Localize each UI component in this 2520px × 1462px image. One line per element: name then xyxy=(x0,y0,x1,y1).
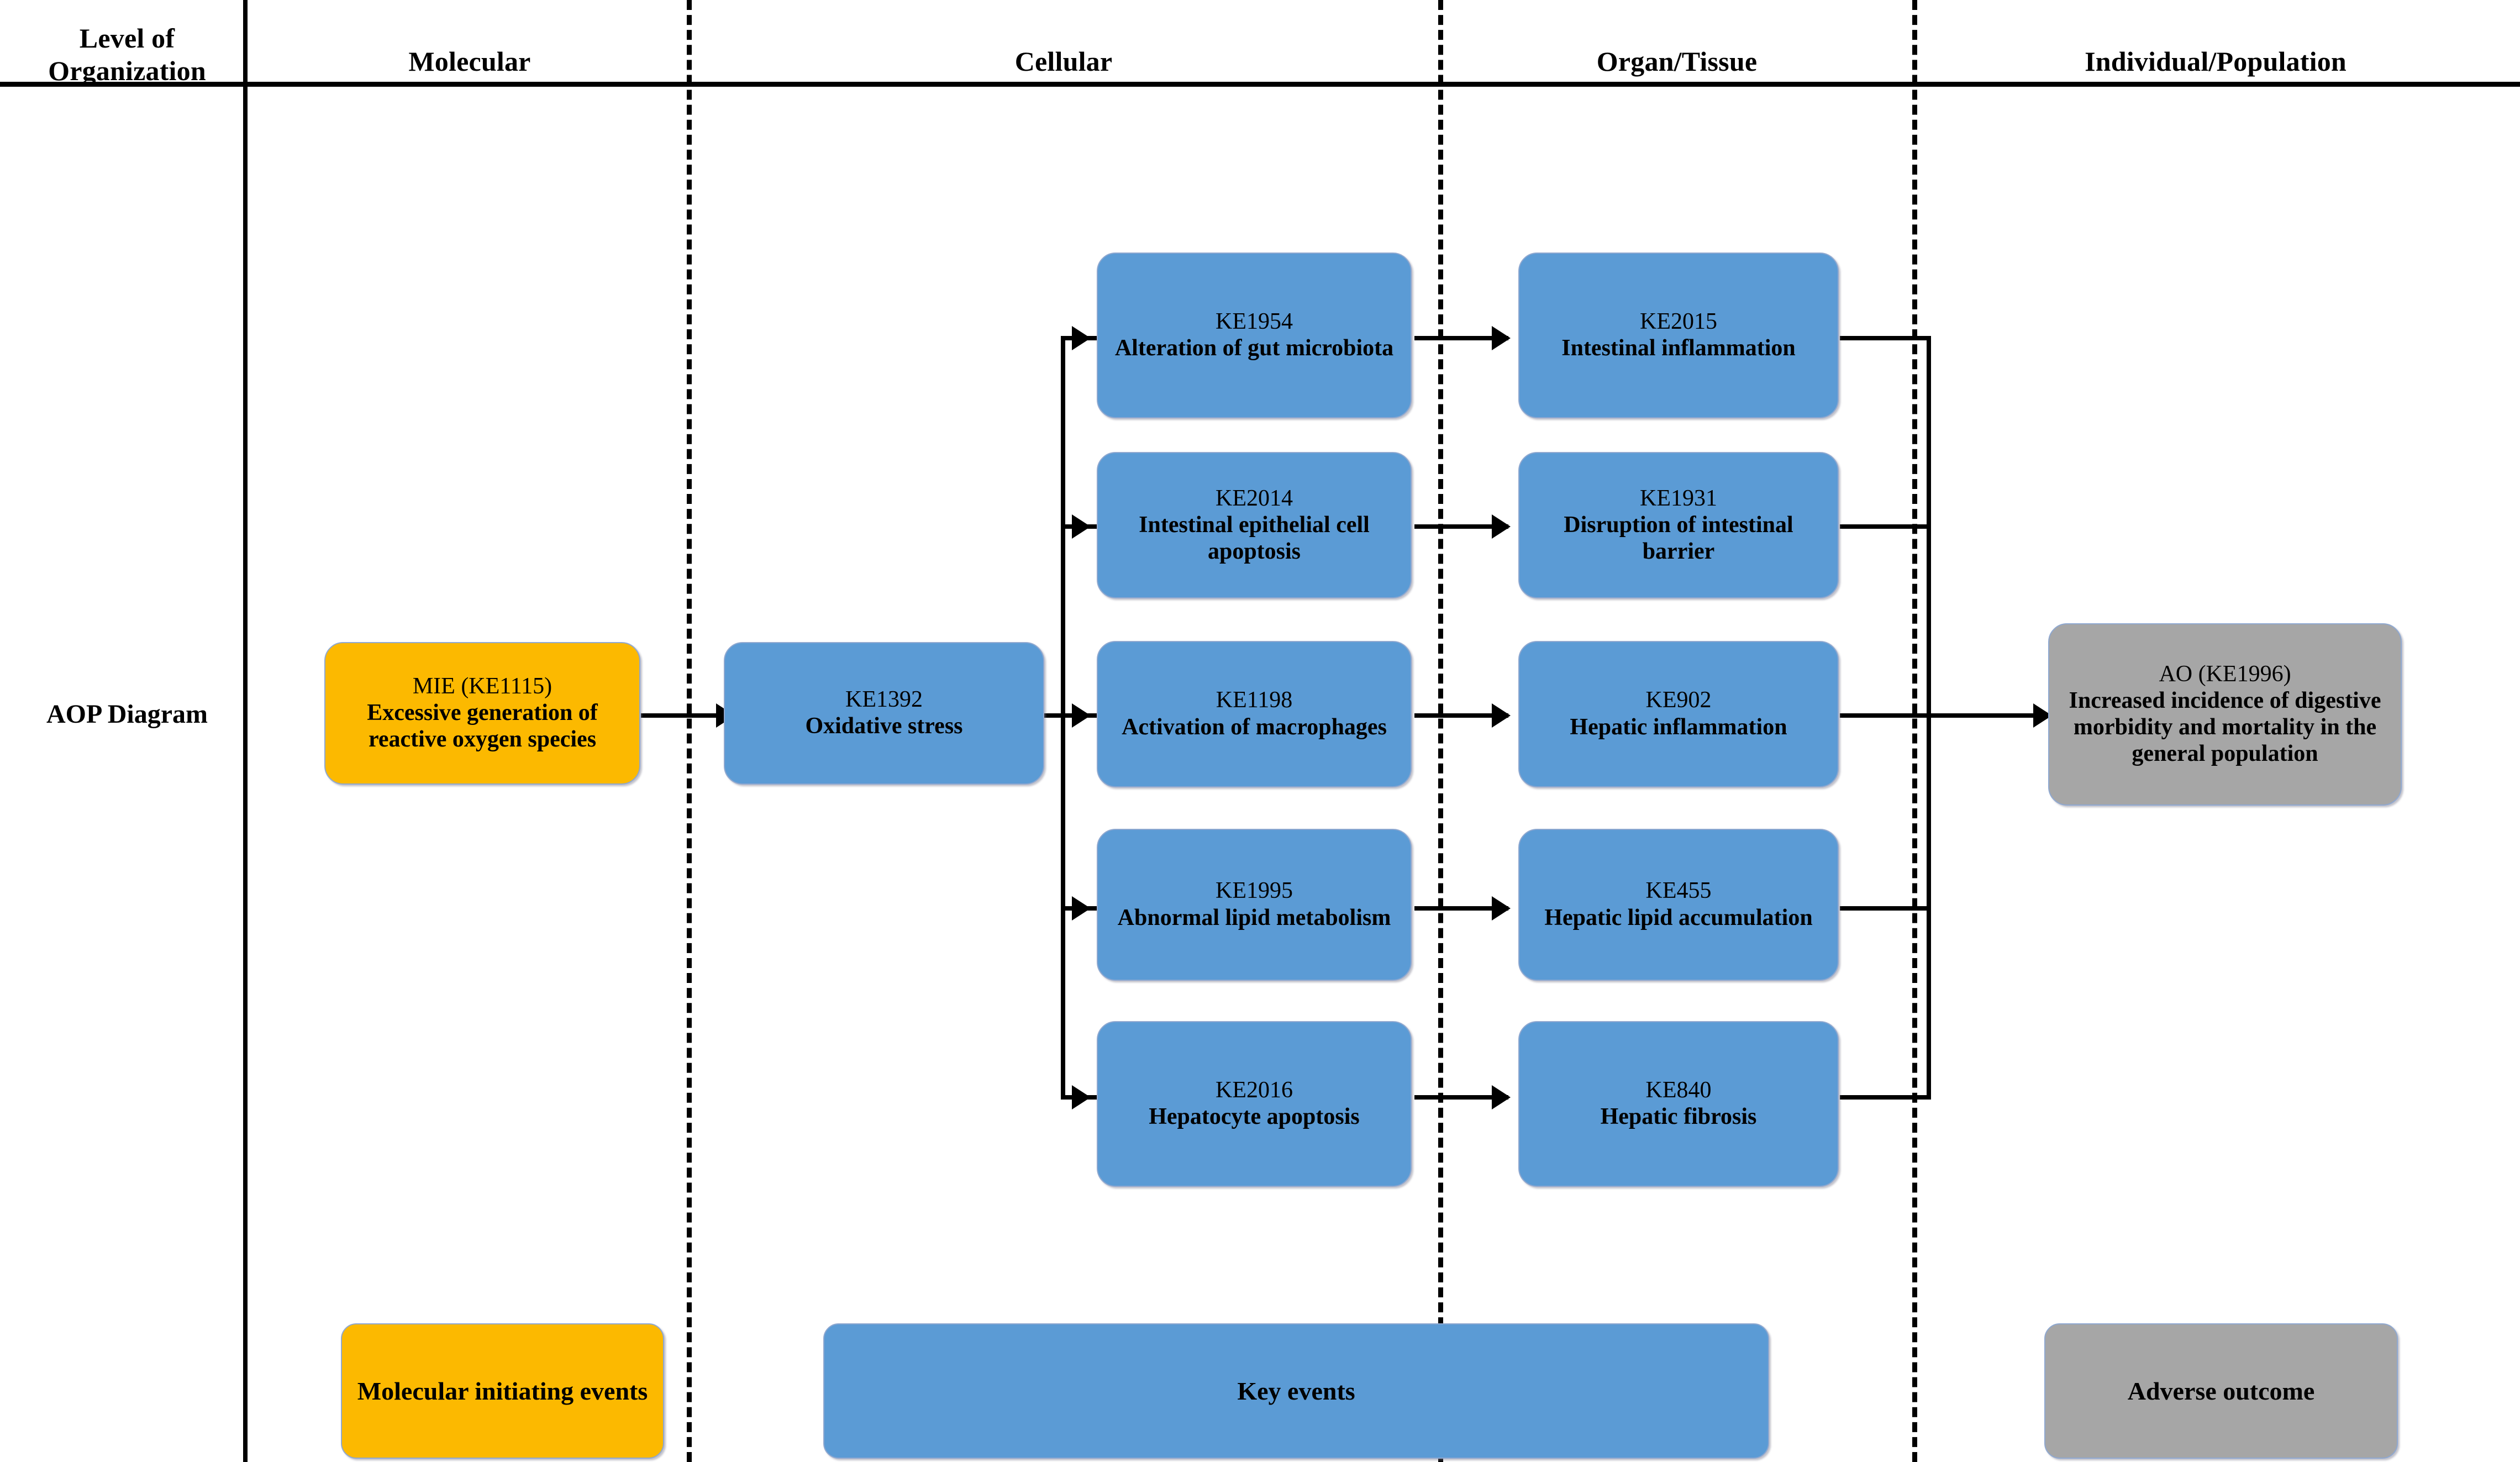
arrowhead-ke1931 xyxy=(1492,514,1511,539)
node-title: Excessive generation of reactive oxygen … xyxy=(367,700,598,753)
connector-mie-to-ke1392 xyxy=(641,713,722,718)
header-column-molecular: Molecular xyxy=(408,46,531,77)
arrowhead-ke1995 xyxy=(1072,896,1091,921)
column-divider-cellular-organ xyxy=(1438,0,1443,1462)
node-code: KE1931 xyxy=(1640,485,1717,511)
header-level-line1: Level of xyxy=(79,23,175,54)
node-title: Hepatic fibrosis xyxy=(1600,1104,1757,1130)
merge-line-ke455 xyxy=(1840,906,1931,911)
column-divider-organ-individual xyxy=(1912,0,1917,1462)
node-ke902[interactable]: KE902 Hepatic inflammation xyxy=(1518,641,1839,787)
node-code: KE902 xyxy=(1645,687,1712,713)
connector-ke1954-to-ke2015 xyxy=(1414,336,1508,340)
node-title: Intestinal inflammation xyxy=(1561,335,1796,361)
legend-key-events[interactable]: Key events xyxy=(823,1323,1769,1459)
node-ke2016[interactable]: KE2016 Hepatocyte apoptosis xyxy=(1097,1021,1412,1187)
node-title: Hepatic lipid accumulation xyxy=(1544,904,1813,930)
node-title: Increased incidence of digestive morbidi… xyxy=(2069,688,2381,767)
arrowhead-ke2016 xyxy=(1072,1085,1091,1109)
header-column-organ-tissue: Organ/Tissue xyxy=(1596,46,1758,77)
merge-trunk-vertical xyxy=(1927,336,1931,1100)
connector-ke1995-to-ke455 xyxy=(1414,906,1508,911)
connector-ke1198-to-ke902 xyxy=(1414,713,1508,718)
node-title: Abnormal lipid metabolism xyxy=(1117,904,1391,930)
node-code: MIE (KE1115) xyxy=(412,674,553,700)
node-ao-ke1996[interactable]: AO (KE1996) Increased incidence of diges… xyxy=(2048,623,2402,806)
node-ke1954[interactable]: KE1954 Alteration of gut microbiota xyxy=(1097,253,1412,418)
legend-molecular-initiating-events[interactable]: Molecular initiating events xyxy=(341,1323,664,1459)
node-code: KE2016 xyxy=(1216,1077,1293,1103)
node-title: Intestinal epithelial cell apoptosis xyxy=(1139,512,1370,564)
arrowhead-ke1198 xyxy=(1072,703,1091,728)
row-label-aop-diagram: AOP Diagram xyxy=(46,700,208,729)
node-mie-ke1115[interactable]: MIE (KE1115) Excessive generation of rea… xyxy=(324,642,640,785)
node-code: KE1995 xyxy=(1216,878,1293,904)
node-title: Oxidative stress xyxy=(805,713,963,739)
connector-ke2014-to-ke1931 xyxy=(1414,524,1508,529)
arrowhead-ke902 xyxy=(1492,703,1511,728)
node-ke1931[interactable]: KE1931 Disruption of intestinal barrier xyxy=(1518,452,1839,598)
legend-label: Adverse outcome xyxy=(2127,1376,2315,1405)
legend-label: Key events xyxy=(1237,1376,1355,1405)
node-code: AO (KE1996) xyxy=(2159,661,2291,687)
header-column-individual-population: Individual/Population xyxy=(2085,46,2347,77)
node-code: KE1392 xyxy=(845,686,923,712)
node-title: Hepatocyte apoptosis xyxy=(1149,1104,1360,1130)
node-ke2015[interactable]: KE2015 Intestinal inflammation xyxy=(1518,253,1839,418)
arrowhead-ke455 xyxy=(1492,896,1511,921)
node-ke840[interactable]: KE840 Hepatic fibrosis xyxy=(1518,1021,1839,1187)
node-ke1392[interactable]: KE1392 Oxidative stress xyxy=(724,642,1044,785)
connector-ke2016-to-ke840 xyxy=(1414,1095,1508,1100)
node-title: Disruption of intestinal barrier xyxy=(1564,512,1793,564)
node-code: KE840 xyxy=(1645,1077,1712,1103)
node-code: KE1954 xyxy=(1216,308,1293,334)
column-divider-solid xyxy=(243,0,248,1462)
legend-label: Molecular initiating events xyxy=(357,1376,648,1405)
branch-trunk-vertical xyxy=(1061,336,1065,1100)
merge-line-ke2015 xyxy=(1840,336,1931,340)
node-title: Hepatic inflammation xyxy=(1570,714,1787,740)
arrowhead-ke2015 xyxy=(1492,326,1511,350)
header-horizontal-rule xyxy=(0,82,2520,87)
header-column-cellular: Cellular xyxy=(1014,46,1113,77)
connector-merge-to-ao xyxy=(1927,713,2048,718)
arrowhead-ke840 xyxy=(1492,1085,1511,1109)
header-level-line2: Organization xyxy=(48,55,206,86)
arrowhead-ke1954 xyxy=(1072,326,1091,350)
arrowhead-ke2014 xyxy=(1072,514,1091,539)
node-code: KE455 xyxy=(1645,878,1712,904)
merge-line-ke840 xyxy=(1840,1095,1931,1100)
header-level-of-organization: Level of Organization xyxy=(22,22,232,87)
node-code: KE1198 xyxy=(1216,687,1293,713)
column-divider-molecular-cellular xyxy=(687,0,692,1462)
merge-line-ke1931 xyxy=(1840,524,1931,529)
legend-adverse-outcome[interactable]: Adverse outcome xyxy=(2044,1323,2398,1459)
node-title: Activation of macrophages xyxy=(1122,714,1387,740)
node-code: KE2014 xyxy=(1216,485,1293,511)
node-ke1198[interactable]: KE1198 Activation of macrophages xyxy=(1097,641,1412,787)
node-ke2014[interactable]: KE2014 Intestinal epithelial cell apopto… xyxy=(1097,452,1412,598)
node-ke1995[interactable]: KE1995 Abnormal lipid metabolism xyxy=(1097,829,1412,981)
node-ke455[interactable]: KE455 Hepatic lipid accumulation xyxy=(1518,829,1839,981)
node-title: Alteration of gut microbiota xyxy=(1114,335,1394,361)
node-code: KE2015 xyxy=(1640,308,1717,334)
merge-line-ke902 xyxy=(1840,713,1931,718)
